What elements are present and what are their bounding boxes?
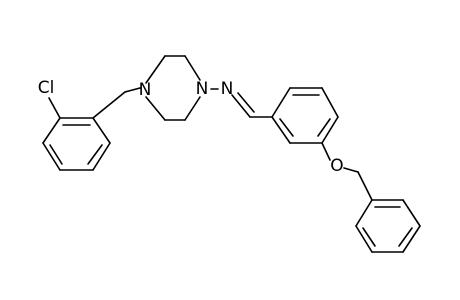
phenyl-ring (355, 199, 421, 253)
bond (145, 96, 166, 121)
aromatic-bond (49, 144, 63, 165)
bond (237, 92, 255, 113)
bond (92, 91, 126, 119)
bond-c-cl (48, 97, 61, 119)
bond (184, 96, 201, 121)
bond (124, 87, 141, 93)
aromatic-bond (279, 118, 294, 137)
benzylidene-ring (271, 87, 339, 144)
bond (271, 116, 291, 144)
bond (145, 55, 166, 84)
bond (355, 225, 373, 253)
chlorophenyl-ring (42, 117, 111, 171)
imine-nitrogen-label: N (221, 79, 234, 99)
bond-c-o (321, 142, 331, 161)
bond-o-c (343, 167, 359, 173)
bond (402, 199, 421, 227)
ring-nitrogen-label: N (196, 79, 209, 99)
bond (42, 142, 61, 171)
bond (355, 199, 373, 227)
aromatic-bond (398, 227, 413, 247)
chlorine-label: Cl (38, 78, 55, 98)
bond (231, 94, 251, 118)
bond (321, 116, 339, 144)
aromatic-bond (317, 118, 331, 137)
bond (357, 171, 373, 201)
bond (92, 117, 111, 144)
bond (321, 87, 339, 118)
benzyl-nitrogen-label: N (139, 80, 152, 100)
aromatic-bond (87, 144, 103, 165)
bond (271, 87, 291, 118)
aromatic-bond (362, 227, 376, 247)
bond (92, 142, 111, 171)
ether-oxygen-label: O (330, 156, 343, 176)
bond (184, 55, 201, 81)
bond (402, 225, 421, 253)
bond (42, 117, 61, 144)
piperazine-ring (145, 55, 201, 121)
